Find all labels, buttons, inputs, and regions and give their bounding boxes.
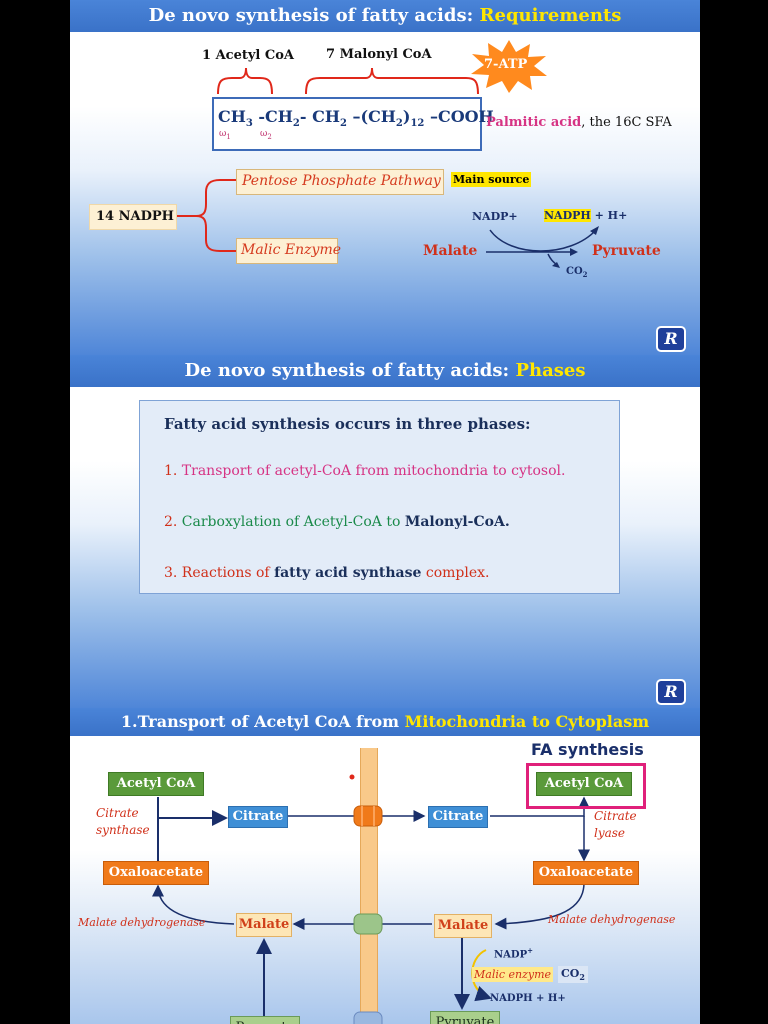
phases-intro: Fatty acid synthesis occurs in three pha… <box>164 415 531 433</box>
atp-label: 7-ATP <box>484 57 528 72</box>
malic-enzyme-label: Malic enzyme <box>472 967 554 982</box>
title-highlight: Mitochondria to Cytoplasm <box>404 712 650 731</box>
title-highlight: Phases <box>515 360 586 381</box>
acetyl-coa-label: 1 Acetyl CoA <box>202 48 294 63</box>
slide-phases: De novo synthesis of fatty acids: Phases… <box>70 355 700 708</box>
ppp-label: Pentose Phosphate Pathway <box>242 173 441 189</box>
pentose-phosphate-pathway: Pentose Phosphate Pathway <box>236 169 444 195</box>
acetyl-coa-highlight <box>526 763 646 809</box>
malate-dehydrogenase-cyto: Malate dehydrogenase <box>548 913 676 926</box>
title-text: 1.Transport of Acetyl CoA from <box>120 712 405 731</box>
transport-arrows <box>152 774 590 1024</box>
pyruvate-cyto: Pyruvate <box>430 1011 500 1024</box>
malonyl-coa-label: 7 Malonyl CoA <box>326 47 432 62</box>
phase-3: 3. Reactions of fatty acid synthase comp… <box>164 565 490 581</box>
pyruvate-mito: Pyruvate <box>230 1016 300 1024</box>
reaction-nadp: NADP+ <box>472 210 518 223</box>
slide-title: De novo synthesis of fatty acids: Requir… <box>70 0 700 32</box>
malate-dehydrogenase-mito: Malate dehydrogenase <box>78 916 206 929</box>
malate-mito: Malate <box>236 913 292 937</box>
slide-title: 1.Transport of Acetyl CoA from Mitochond… <box>70 708 700 736</box>
atp-starburst <box>471 40 547 93</box>
nadp-label: NADP+ <box>494 946 533 961</box>
title-highlight: Requirements <box>479 5 622 26</box>
slide-title: De novo synthesis of fatty acids: Phases <box>70 355 700 387</box>
phase-2: 2. Carboxylation of Acetyl-CoA to Malony… <box>164 514 510 530</box>
reaction-malate: Malate <box>423 243 478 259</box>
reaction-nadph: NADPH + H+ <box>544 209 628 222</box>
acetyl-coa-cyto: Acetyl CoA <box>536 772 632 796</box>
title-text: De novo synthesis of fatty acids: <box>148 5 474 26</box>
nadph-product: NADPH + H+ <box>490 993 566 1004</box>
nadph-requirement: 14 NADPH <box>89 204 177 230</box>
citrate-cyto: Citrate <box>428 806 488 828</box>
malic-enzyme-source: Malic Enzyme <box>236 238 342 264</box>
acetyl-coa-mito: Acetyl CoA <box>108 772 204 796</box>
malic-label: Malic Enzyme <box>241 242 342 258</box>
omega2-label: ω2 <box>260 129 272 141</box>
phases-box: Fatty acid synthesis occurs in three pha… <box>139 400 620 594</box>
palmitate-formula: CH3 -CH2- CH2 –(CH2)12 –COOH ω1 ω2 <box>212 97 494 151</box>
logo-badge: R <box>656 679 686 705</box>
phase-1: 1. Transport of acetyl-CoA from mitochon… <box>164 463 566 479</box>
malate-cyto: Malate <box>434 914 492 938</box>
omega1-label: ω1 <box>219 129 231 141</box>
citrate-mito: Citrate <box>228 806 288 828</box>
main-source-tag: Main source <box>451 172 532 187</box>
co2-label: CO2 <box>558 966 588 984</box>
nadph-label: 14 NADPH <box>96 209 174 224</box>
oxaloacetate-mito: Oxaloacetate <box>103 861 209 885</box>
logo-badge: R <box>656 326 686 352</box>
slide-transport: 1.Transport of Acetyl CoA from Mitochond… <box>70 708 700 1024</box>
title-text: De novo synthesis of fatty acids: <box>184 360 510 381</box>
requirement-brackets <box>176 67 599 268</box>
slide-requirements: De novo synthesis of fatty acids: Requir… <box>70 0 700 355</box>
palmitic-acid-note: Palmitic acid, the 16C SFA <box>486 115 672 130</box>
citrate-synthase-label: Citrate synthase <box>96 806 150 837</box>
oxaloacetate-cyto: Oxaloacetate <box>533 861 639 885</box>
reaction-co2: CO2 <box>566 266 588 279</box>
reaction-pyruvate: Pyruvate <box>592 243 661 259</box>
citrate-lyase-label: Citrate lyase <box>594 809 637 840</box>
fa-synthesis-label: FA synthesis <box>531 740 644 759</box>
formula-text: CH3 -CH2- CH2 –(CH2)12 –COOH <box>218 107 494 130</box>
